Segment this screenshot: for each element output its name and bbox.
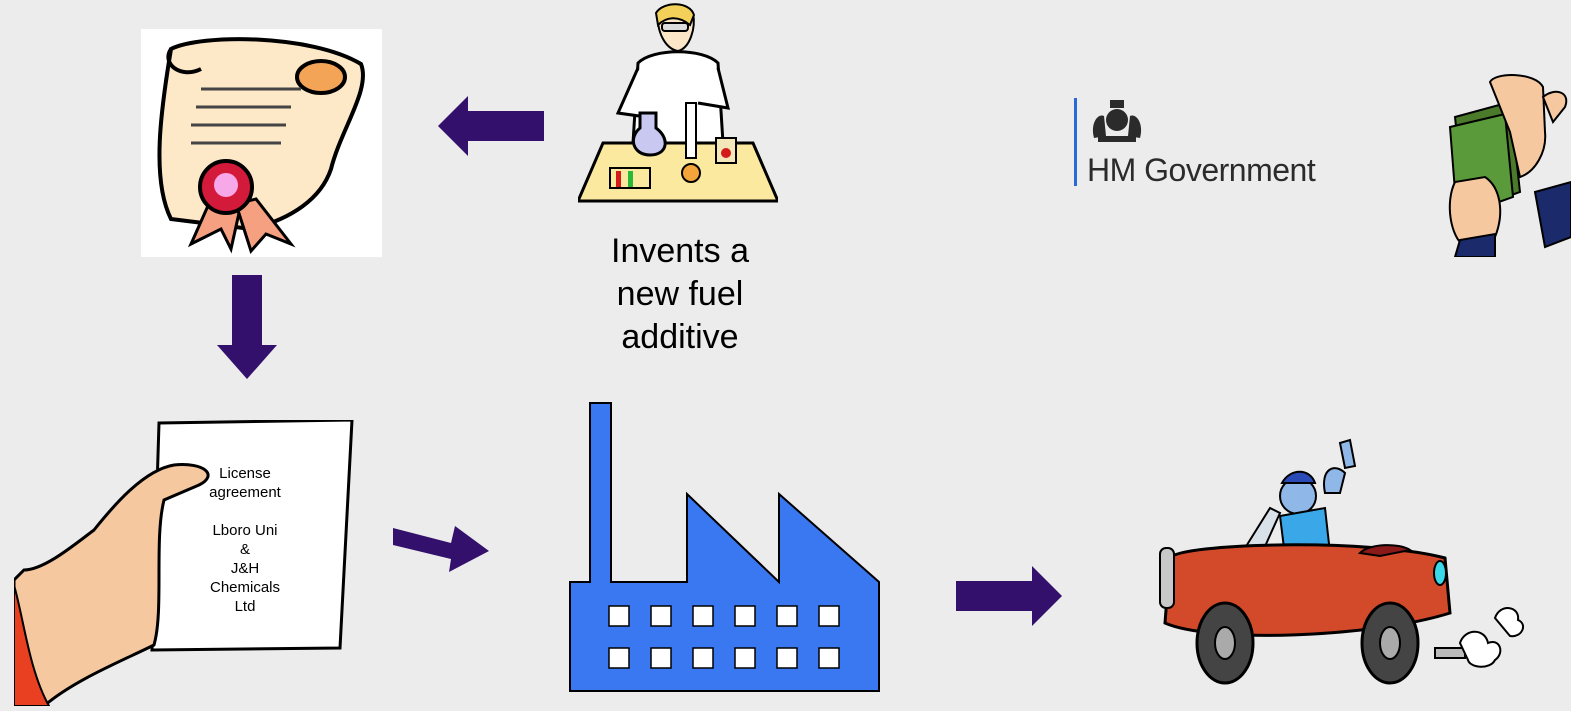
caption-line-1: Invents a [611, 232, 749, 270]
license-line: Ltd [234, 598, 256, 615]
car-driver-icon [1150, 438, 1530, 690]
arrow-diagonal-icon [389, 506, 491, 579]
license-line: & [239, 541, 250, 558]
hand-document-icon [12, 418, 359, 708]
license-document-text: License agreement Lboro Uni & J&H Chemic… [160, 464, 330, 616]
scientist-icon [575, 3, 781, 205]
money-hand-icon [1435, 72, 1571, 258]
arrow-right-icon [956, 566, 1062, 631]
license-line: J&H [230, 560, 260, 577]
license-line: agreement [209, 484, 281, 501]
license-line: Lboro Uni [212, 522, 278, 539]
factory-icon [569, 402, 881, 692]
caption-line-2: new fuel [616, 275, 744, 313]
royal-crest-icon [1092, 100, 1142, 142]
government-name: HM Government [1087, 152, 1316, 188]
arrow-left-icon [438, 96, 544, 161]
logo-divider-line [1074, 98, 1077, 186]
caption-line-3: additive [621, 318, 739, 356]
patent-scroll-icon [141, 29, 382, 257]
arrow-down-icon [217, 275, 277, 384]
license-line [160, 502, 330, 521]
license-line: License [219, 465, 271, 482]
license-line: Chemicals [209, 579, 281, 596]
government-logo [1074, 98, 1334, 188]
invention-caption: Invents a new fuel additive [560, 230, 800, 359]
